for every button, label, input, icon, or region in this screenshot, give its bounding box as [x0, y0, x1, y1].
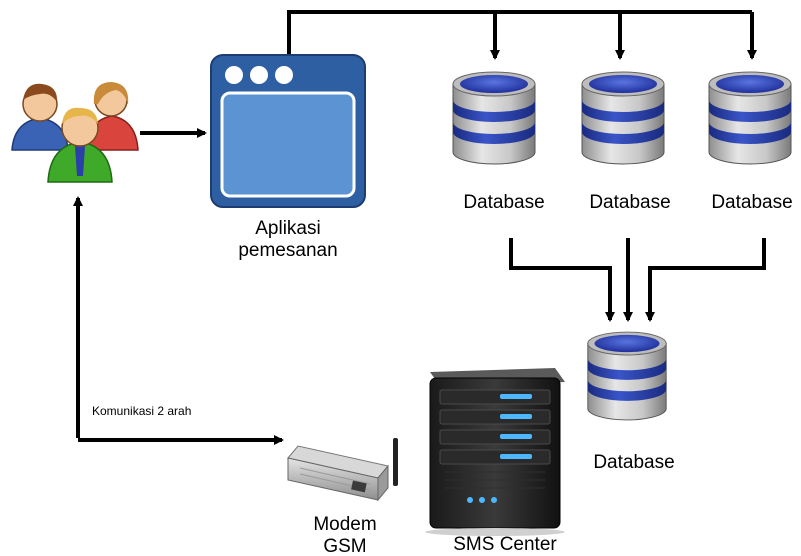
modem-label-line2: GSM [323, 536, 367, 556]
modem-label-line1: Modem [313, 514, 377, 535]
users-icon [11, 82, 139, 183]
edge-label-komunikasi: Komunikasi 2 arah [92, 404, 192, 418]
sms-center-label: SMS Center [453, 534, 557, 555]
database-icon-1 [452, 71, 536, 165]
app-window-icon [210, 54, 366, 208]
database-label-1: Database [463, 192, 545, 213]
edge-app-to-databases [287, 10, 757, 60]
modem-label: Modem GSM [290, 514, 400, 556]
app-label-line2: pemesanan [238, 240, 338, 261]
database-label-central: Database [593, 452, 675, 473]
database-icon-2 [581, 71, 665, 165]
modem-icon [287, 438, 398, 502]
database-icon-central [587, 331, 667, 421]
edge-databases-to-central [509, 238, 766, 322]
app-label: Aplikasi pemesanan [228, 218, 348, 262]
server-icon [425, 368, 565, 536]
edge-users-modem [73, 196, 284, 445]
app-label-line1: Aplikasi [255, 218, 321, 239]
database-label-2: Database [589, 192, 671, 213]
database-icon-3 [708, 71, 792, 165]
database-label-3: Database [711, 192, 793, 213]
